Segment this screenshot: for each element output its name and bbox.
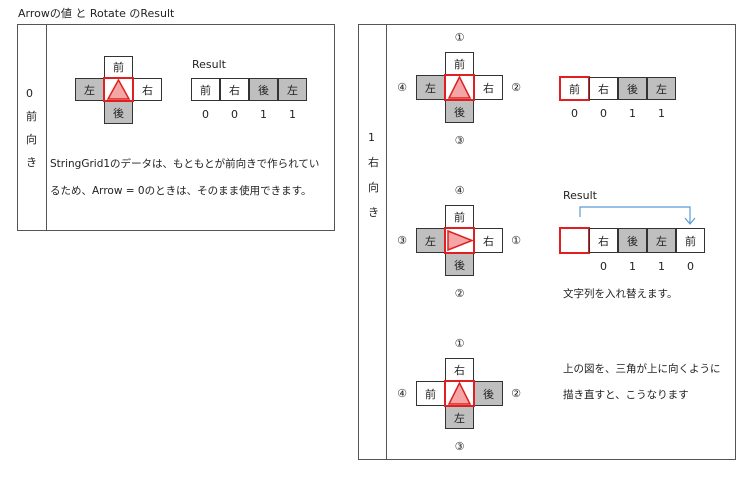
position-number-left: ④ bbox=[397, 81, 407, 94]
position-number-right: ② bbox=[511, 81, 521, 94]
cross-cell-up: 前 bbox=[445, 205, 474, 228]
result-value: 0 bbox=[600, 107, 607, 120]
position-number-top: ① bbox=[454, 337, 465, 350]
panel-divider bbox=[46, 24, 47, 231]
side-label-char: 右 bbox=[368, 156, 379, 169]
note-text: 上の図を、三角が上に向くように bbox=[563, 363, 721, 375]
result-value: 0 bbox=[202, 108, 209, 121]
position-number-bottom: ③ bbox=[454, 440, 465, 453]
position-number-right: ① bbox=[511, 234, 521, 247]
result-value: 1 bbox=[289, 108, 296, 121]
note-text: 文字列を入れ替えます。 bbox=[563, 288, 678, 300]
side-label-char: 前 bbox=[26, 110, 37, 123]
result-header-cell: 後 bbox=[618, 228, 647, 253]
current-cell-highlight bbox=[444, 74, 475, 101]
note-text: StringGrid1のデータは、もともとが前向きで作られてい bbox=[50, 158, 320, 170]
position-number-top: ④ bbox=[454, 184, 465, 197]
cross-cell-down: 左 bbox=[445, 406, 474, 429]
result-header-cell: 後 bbox=[249, 78, 278, 101]
position-number-bottom: ③ bbox=[454, 134, 465, 147]
result-value: 0 bbox=[600, 260, 607, 273]
result-value: 0 bbox=[571, 107, 578, 120]
result-label: Result bbox=[563, 189, 597, 202]
cross-cell-left: 左 bbox=[416, 228, 445, 253]
result-value: 1 bbox=[629, 107, 636, 120]
position-number-bottom: ② bbox=[454, 287, 465, 300]
result-header-cell: 前 bbox=[191, 78, 220, 101]
result-value: 1 bbox=[260, 108, 267, 121]
result-header-cell: 後 bbox=[618, 77, 647, 100]
red-highlight-box bbox=[559, 227, 590, 254]
result-value: 0 bbox=[231, 108, 238, 121]
position-number-right: ② bbox=[511, 387, 521, 400]
cross-cell-right: 右 bbox=[474, 228, 503, 253]
cross-cell-right: 後 bbox=[474, 381, 503, 406]
cross-cell-right: 右 bbox=[474, 75, 503, 100]
cross-cell-left: 前 bbox=[416, 381, 445, 406]
note-text: るため、Arrow = 0のときは、そのまま使用できます。 bbox=[50, 185, 312, 197]
triangle-up-icon bbox=[106, 78, 131, 100]
result-header-cell: 左 bbox=[278, 78, 307, 101]
triangle-right-icon bbox=[447, 229, 475, 252]
result-header-cell: 前 bbox=[676, 228, 705, 253]
result-header-cell: 右 bbox=[220, 78, 249, 101]
side-label-char: 向 bbox=[26, 133, 37, 146]
current-cell-highlight bbox=[444, 380, 475, 407]
side-label-char: 向 bbox=[368, 181, 379, 194]
side-label-char: き bbox=[368, 206, 379, 219]
result-header-cell: 左 bbox=[647, 77, 676, 100]
side-label-value: 1 bbox=[368, 131, 375, 144]
cross-cell-down: 後 bbox=[445, 100, 474, 123]
move-arrow-icon bbox=[579, 206, 696, 225]
result-header-cell: 右 bbox=[589, 228, 618, 253]
result-header-cell: 左 bbox=[647, 228, 676, 253]
position-number-left: ④ bbox=[397, 387, 407, 400]
side-label-value: 0 bbox=[26, 87, 33, 100]
position-number-left: ③ bbox=[397, 234, 407, 247]
cross-cell-down: 後 bbox=[104, 101, 133, 124]
current-cell-highlight bbox=[103, 77, 134, 102]
result-value: 0 bbox=[687, 260, 694, 273]
cross-cell-down: 後 bbox=[445, 253, 474, 276]
result-label: Result bbox=[192, 58, 226, 71]
cross-cell-up: 右 bbox=[445, 358, 474, 381]
panel-arrow-1 bbox=[358, 24, 736, 460]
result-value: 1 bbox=[658, 107, 665, 120]
result-value: 1 bbox=[658, 260, 665, 273]
triangle-up-icon bbox=[447, 381, 472, 405]
red-highlight-box bbox=[559, 76, 590, 101]
result-header-cell: 右 bbox=[589, 77, 618, 100]
side-label-char: き bbox=[26, 156, 37, 169]
cross-cell-up: 前 bbox=[445, 52, 474, 75]
result-value: 1 bbox=[629, 260, 636, 273]
cross-cell-up: 前 bbox=[104, 56, 133, 78]
position-number-top: ① bbox=[454, 31, 465, 44]
page-title: Arrowの値 と Rotate のResult bbox=[18, 7, 175, 20]
note-text: 描き直すと、こうなります bbox=[563, 389, 689, 401]
cross-cell-right: 右 bbox=[133, 78, 162, 101]
cross-cell-left: 左 bbox=[75, 78, 104, 101]
cross-cell-left: 左 bbox=[416, 75, 445, 100]
panel-divider bbox=[386, 24, 387, 460]
panel-arrow-0 bbox=[17, 24, 335, 231]
triangle-up-icon bbox=[447, 75, 472, 99]
